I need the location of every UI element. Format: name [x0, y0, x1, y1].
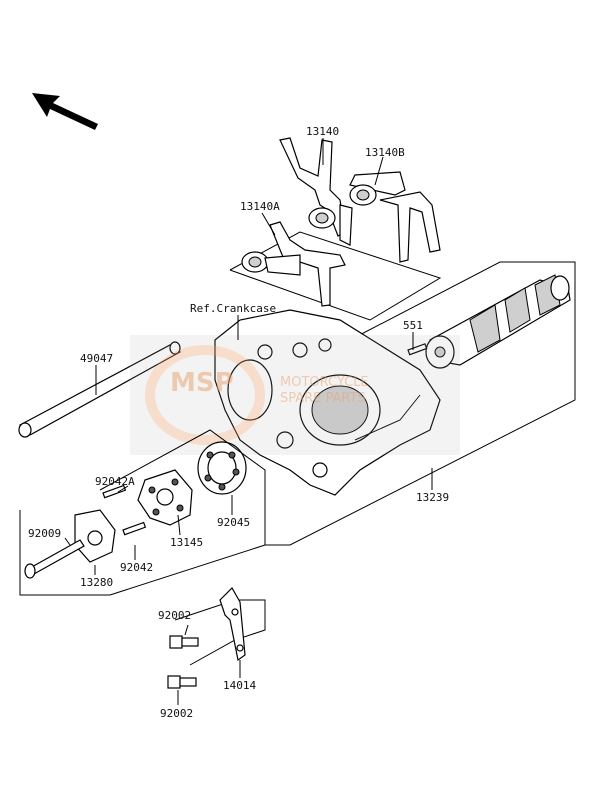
label-92002-top: 92002 — [158, 609, 192, 622]
watermark-line2: SPARE PARTS — [280, 391, 366, 406]
crankcase-section — [214, 309, 441, 496]
cam-group-outline — [19, 429, 266, 596]
label-92002-bottom: 92002 — [160, 707, 194, 720]
bracket-14014 — [219, 587, 246, 662]
watermark-logo — [130, 335, 460, 455]
label-92042: 92042 — [120, 561, 154, 574]
label-551: 551 — [403, 319, 423, 332]
label-13280: 13280 — [80, 576, 114, 589]
shift-fork-13140B — [349, 171, 441, 263]
label-49047: 49047 — [80, 352, 114, 365]
label-13140: 13140 — [306, 125, 340, 138]
label-13140A: 13140A — [240, 200, 280, 213]
watermark-line1: MOTORCYCLE — [280, 375, 369, 390]
bolt-92002-bottom — [167, 675, 197, 689]
shift-fork-13140A — [241, 221, 346, 307]
leader-lines — [64, 138, 433, 705]
label-13145: 13145 — [170, 536, 204, 549]
label-ref-crankcase: Ref.Crankcase — [190, 302, 277, 315]
bearing-92045 — [197, 441, 247, 495]
front-direction-arrow-icon — [32, 93, 98, 130]
watermark-text: MSP MOTORCYCLE SPARE PARTS — [170, 370, 369, 407]
plate-13280 — [74, 509, 116, 563]
label-13140B: 13140B — [365, 146, 405, 159]
watermark-logo-text: MSP — [170, 368, 234, 398]
label-14014: 14014 — [223, 679, 257, 692]
label-92042A: 92042A — [95, 475, 135, 488]
shift-shaft-49047 — [18, 341, 182, 438]
bolt-92002-top — [169, 635, 199, 649]
label-92009: 92009 — [28, 527, 62, 540]
bolt-92009 — [24, 539, 85, 579]
label-13239: 13239 — [416, 491, 450, 504]
label-92045: 92045 — [217, 516, 251, 529]
shift-fork-13140 — [279, 137, 353, 246]
pin-92042 — [122, 521, 147, 536]
shift-drum-13239 — [425, 274, 571, 369]
pin-551 — [407, 343, 428, 356]
cam-13145 — [137, 469, 193, 526]
